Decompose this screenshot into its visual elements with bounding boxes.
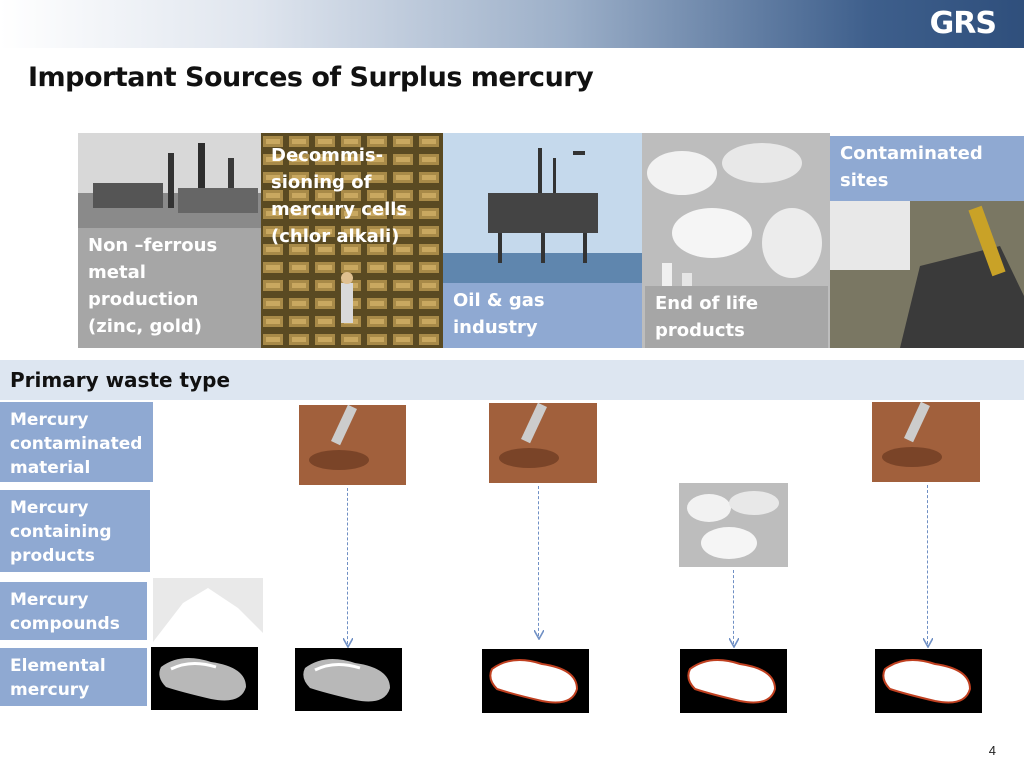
contaminated-soil-thumb [489,403,597,483]
mercury-cells-photo [261,133,443,348]
mercury-drop-thumb [875,649,982,713]
arrow-line [347,488,348,644]
arrow-head-icon [343,638,353,648]
mercury-drop-thumb [295,648,402,711]
source-label-chlor-alkali: Decommis-sioning of mercury cells (chlor… [271,145,408,247]
arrow-line [733,570,734,644]
waste-type-containing-products: Mercury containing products [0,490,150,572]
primary-waste-type-band: Primary waste type [0,360,1024,400]
header-bar: GRS [0,0,1024,48]
source-label-end-of-life: End of life products [645,286,828,348]
bulbs-thumb [679,483,788,567]
source-label-contaminated-sites: Contaminated sites [830,136,1024,201]
page-title: Important Sources of Surplus mercury [28,62,594,93]
band-label: Primary waste type [10,368,231,392]
arrow-line [538,486,539,636]
waste-type-elemental: Elemental mercury [0,648,147,706]
waste-type-compounds: Mercury compounds [0,582,147,640]
source-label-nonferrous: Non –ferrous metal production (zinc, gol… [78,228,261,348]
powder-thumb [153,578,263,642]
arrow-head-icon [923,638,933,648]
contaminated-soil-thumb [299,405,406,485]
page-number: 4 [988,743,996,758]
arrow-line [927,485,928,644]
arrow-head-icon [729,638,739,648]
contaminated-soil-thumb [872,402,980,482]
source-label-oil-gas: Oil & gas industry [443,283,642,348]
mercury-drop-thumb [151,647,258,710]
arrow-head-icon [534,630,544,640]
waste-type-contaminated-material: Mercury contaminated material [0,402,153,482]
mercury-drop-thumb [482,649,589,713]
mercury-drop-thumb [680,649,787,713]
grs-logo: GRS [929,6,997,41]
